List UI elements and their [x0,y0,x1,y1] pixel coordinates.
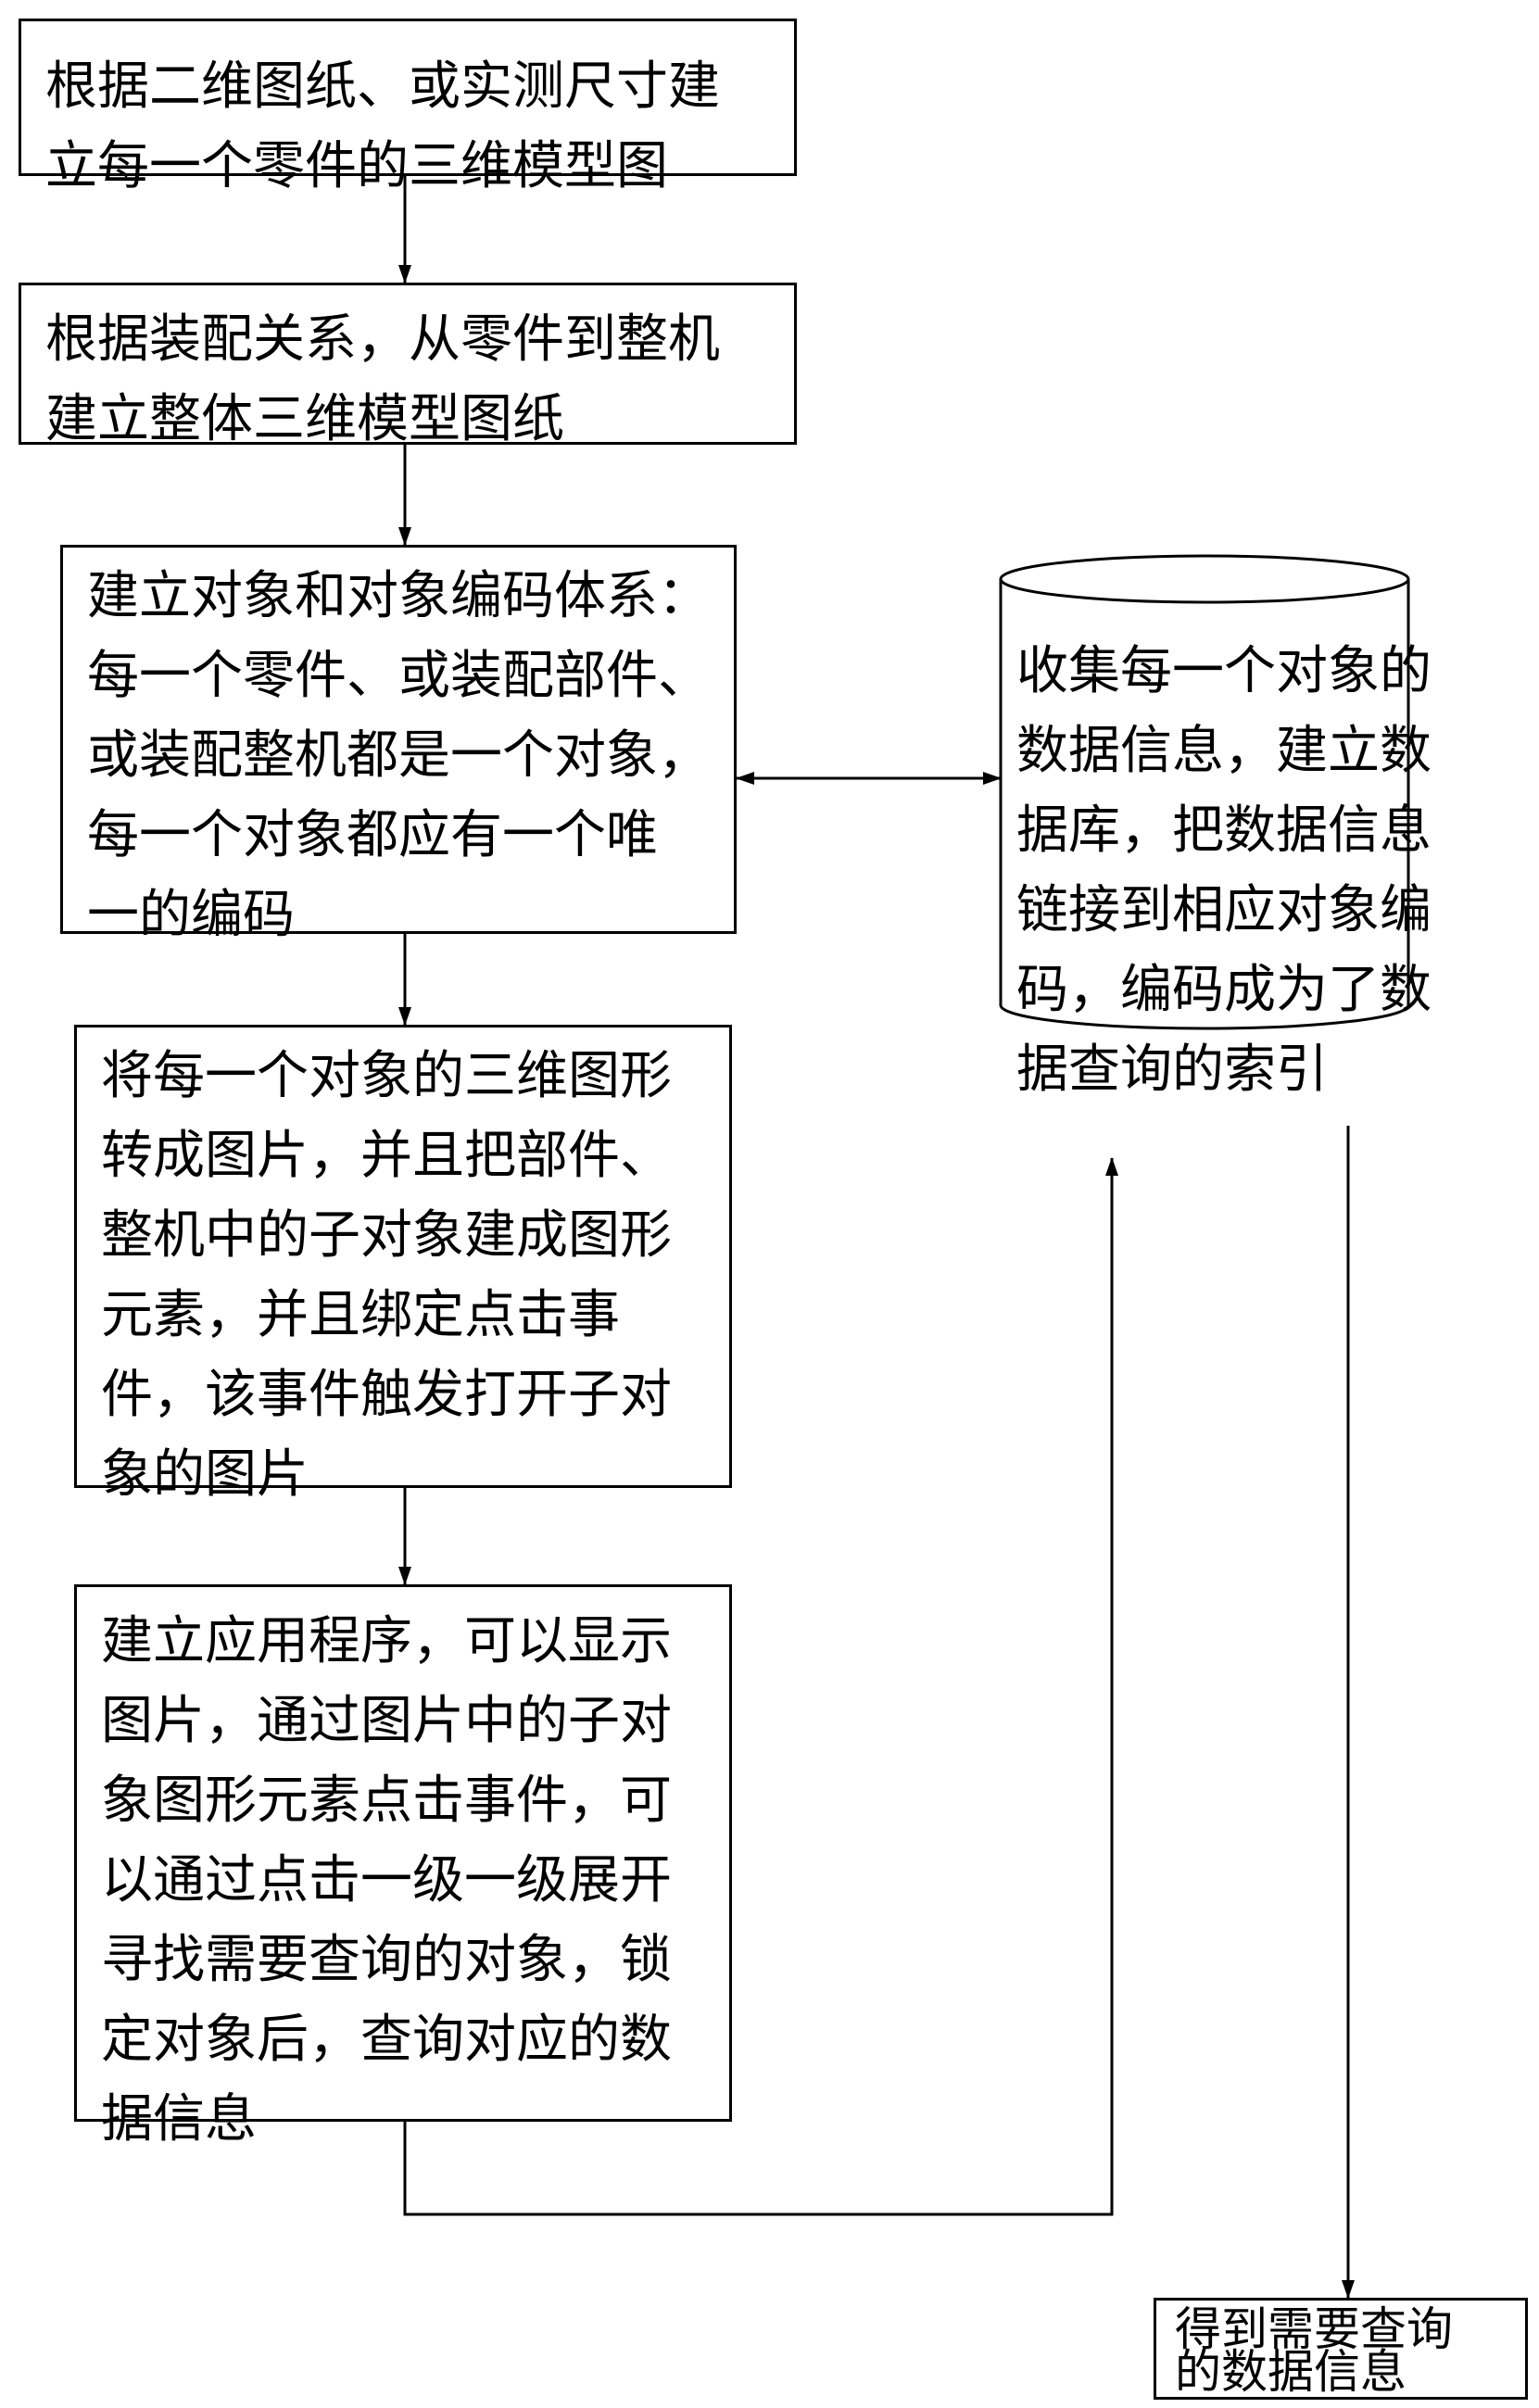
database-node: 收集每一个对象的 数据信息，建立数 据库，把数据信息 链接到相应对象编 码，编码… [1001,556,1432,1100]
step3-text: 建立对象和对象编码体系： 每一个零件、或装配部件、 或装配整机都是一个对象， 每… [87,566,710,945]
step2-box: 根据装配关系，从零件到整机 建立整体三维模型图纸 [19,283,797,449]
step5-text: 建立应用程序，可以显示 图片，通过图片中的子对 象图形元素点击事件，可 以通过点… [101,1611,672,2150]
step3-box: 建立对象和对象编码体系： 每一个零件、或装配部件、 或装配整机都是一个对象， 每… [60,545,737,945]
database-cylinder [999,554,1410,1030]
step4-box: 将每一个对象的三维图形 转成图片，并且把部件、 整机中的子对象建成图形 元素，并… [74,1025,732,1505]
step1-box: 根据二维图纸、或实测尺寸建 立每一个零件的三维模型图 [19,19,797,196]
database-cylinder-top [999,554,1410,604]
step4-text: 将每一个对象的三维图形 转成图片，并且把部件、 整机中的子对象建成图形 元素，并… [101,1046,672,1505]
step5-box: 建立应用程序，可以显示 图片，通过图片中的子对 象图形元素点击事件，可 以通过点… [74,1584,732,2150]
database-text: 收集每一个对象的 数据信息，建立数 据库，把数据信息 链接到相应对象编 码，编码… [1016,641,1432,1100]
result-text: 得到需要查询 的数据信息 [1175,2302,1453,2399]
arrow-step5-to-database [403,1157,1118,2216]
result-box: 得到需要查询 的数据信息 [1154,2298,1528,2400]
database-cylinder-body [999,579,1410,1030]
step2-text: 根据装配关系，从零件到整机 建立整体三维模型图纸 [45,309,720,449]
step1-text: 根据二维图纸、或实测尺寸建 立每一个零件的三维模型图 [45,57,720,196]
